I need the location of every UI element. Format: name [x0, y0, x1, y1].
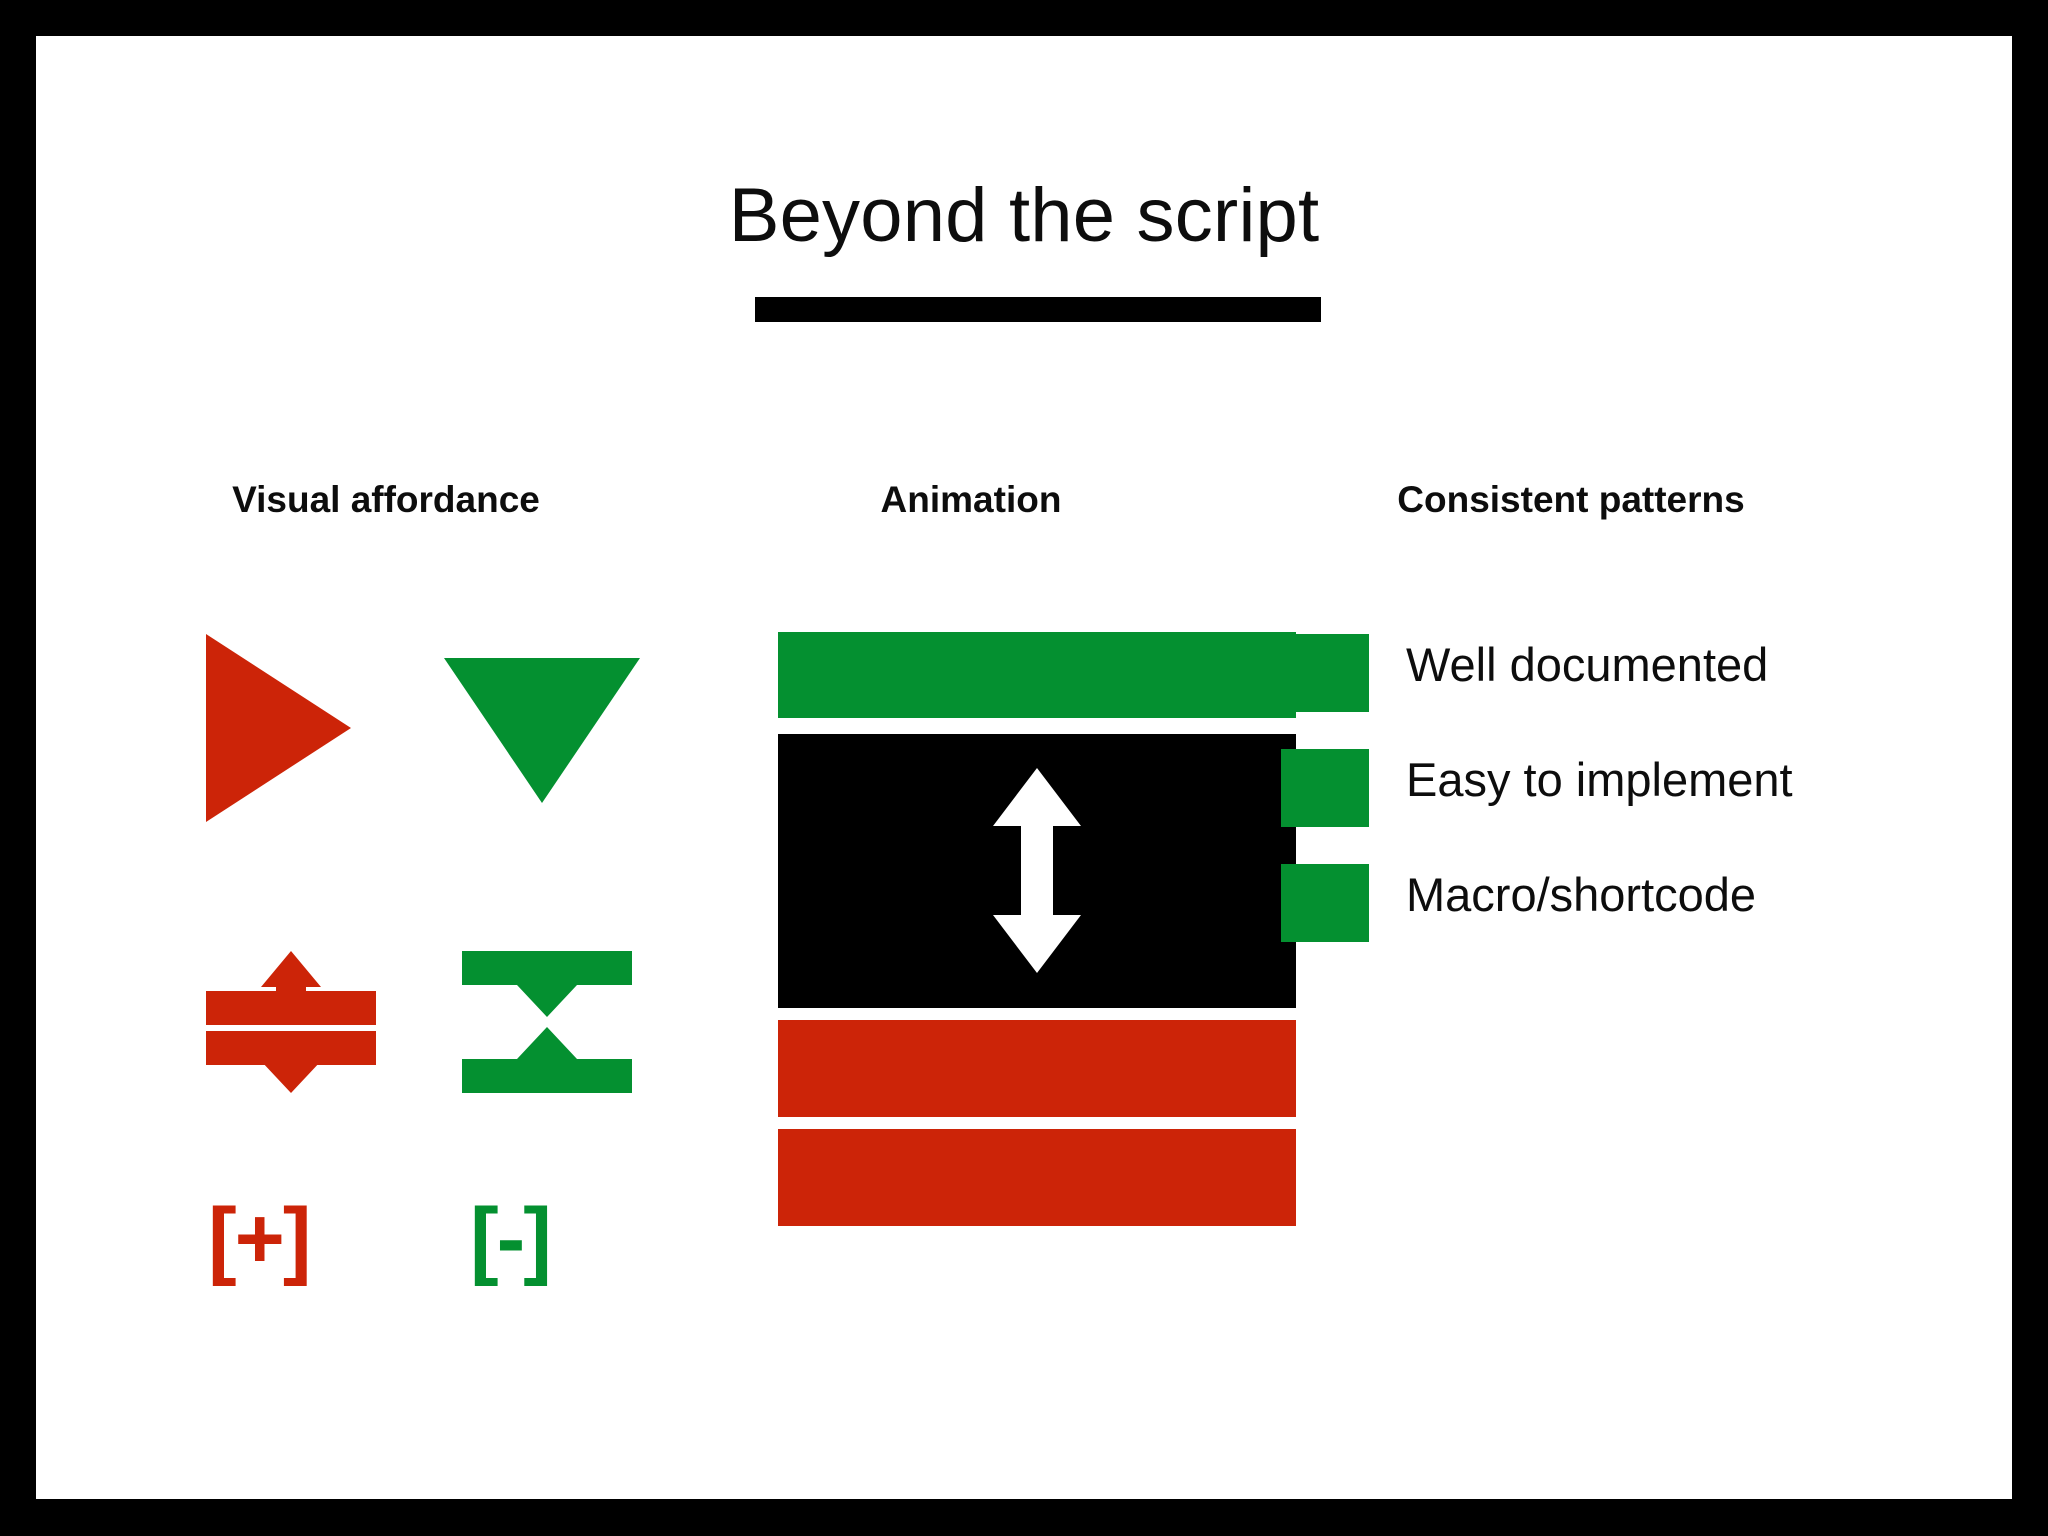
column-heading-consistent-patterns: Consistent patterns: [1397, 479, 1745, 520]
title-underline-rule: [755, 297, 1321, 322]
play-triangle-icon[interactable]: [206, 634, 351, 822]
list-item: Well documented: [1281, 624, 1981, 739]
double-headed-vertical-arrow-icon[interactable]: [993, 768, 1081, 973]
list-item: Easy to implement: [1281, 739, 1981, 854]
pattern-swatch: [1281, 634, 1369, 712]
list-item: Macro/shortcode: [1281, 854, 1981, 969]
bracket-minus-icon[interactable]: [-]: [470, 1191, 552, 1287]
visual-affordance-icon-grid: [+] [-]: [132, 596, 662, 1282]
slide-canvas: Beyond the script Visual affordance Anim…: [36, 36, 2012, 1499]
animation-demo-block: [778, 632, 1296, 1232]
consistent-patterns-list: Well documented Easy to implement Macro/…: [1281, 624, 1981, 969]
pattern-label: Macro/shortcode: [1406, 868, 1757, 921]
pattern-swatch: [1281, 749, 1369, 827]
pattern-label: Well documented: [1406, 638, 1769, 691]
pattern-label: Easy to implement: [1406, 753, 1793, 806]
pattern-swatch: [1281, 864, 1369, 942]
expand-vertical-icon[interactable]: [206, 951, 376, 1093]
collapse-vertical-icon[interactable]: [462, 951, 632, 1093]
animation-band-red-2: [778, 1129, 1296, 1226]
page-title: Beyond the script: [728, 173, 1320, 258]
title-block: Beyond the script: [36, 176, 2012, 256]
column-heading-animation: Animation: [880, 479, 1062, 520]
animation-band-green: [778, 632, 1296, 718]
bracket-plus-icon[interactable]: [+]: [208, 1191, 311, 1287]
down-triangle-icon[interactable]: [444, 658, 640, 803]
animation-band-red-1: [778, 1020, 1296, 1117]
column-heading-visual-affordance: Visual affordance: [232, 479, 540, 520]
